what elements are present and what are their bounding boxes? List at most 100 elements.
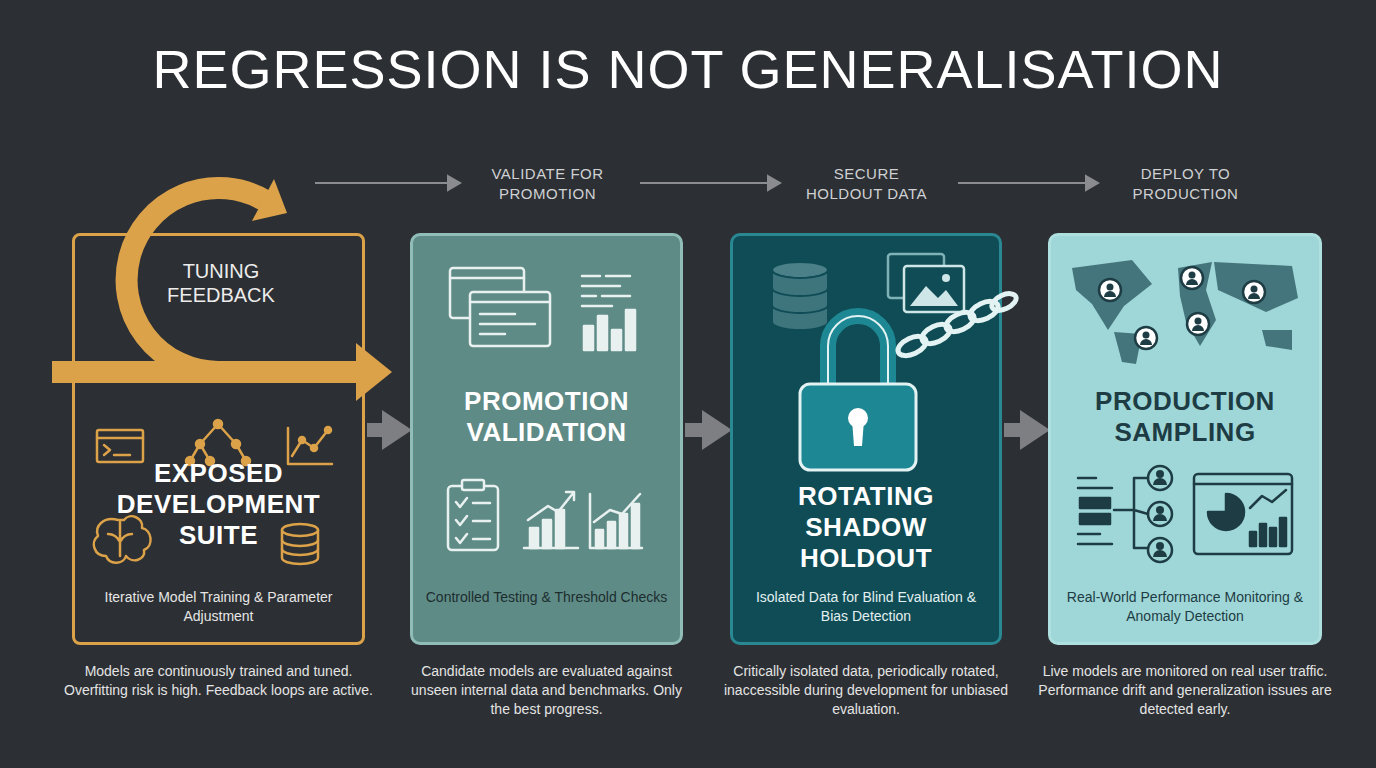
panel-heading: ROTATING SHADOW HOLDOUT xyxy=(743,481,989,575)
production-icons-part-part xyxy=(1107,284,1114,291)
production-icons-part-part xyxy=(1250,532,1256,546)
validation-icons-part xyxy=(473,502,490,505)
holdout-icons-part xyxy=(888,254,944,298)
production-icons-part-part xyxy=(1153,478,1167,485)
step-arrows-part xyxy=(448,176,460,190)
production-icons-part-part xyxy=(1156,506,1164,514)
validation-icons-part xyxy=(473,538,490,541)
production-icons-part-part xyxy=(1186,279,1198,285)
dev-icons-part xyxy=(200,424,218,444)
dev-icons-part xyxy=(114,454,130,457)
holdout-icons-part-part xyxy=(919,320,953,347)
dev-icons-part xyxy=(196,440,204,448)
holdout-icons-part xyxy=(772,288,828,313)
production-icons-part-part xyxy=(1187,313,1209,335)
panel-subtitle: Real-World Performance Monitoring & Anom… xyxy=(1061,588,1309,626)
production-icons-part-part xyxy=(1208,494,1244,530)
production-icons-part-part xyxy=(1156,542,1164,550)
production-icons-part-part xyxy=(1078,543,1112,546)
dev-icons-part xyxy=(104,445,110,455)
feedback-loop-arrow-part xyxy=(356,343,392,401)
validation-icons-part xyxy=(582,305,612,308)
holdout-icons-part xyxy=(942,274,950,282)
production-icons-part-part xyxy=(1194,483,1292,486)
production-icons-part xyxy=(1072,260,1298,364)
dev-icons-part xyxy=(325,427,331,433)
production-icons-part-part xyxy=(1214,262,1298,312)
validation-icons-part xyxy=(596,530,603,548)
holdout-icons-part xyxy=(772,262,828,278)
holdout-icons-part xyxy=(904,266,964,312)
production-icons-part-part xyxy=(1192,325,1204,331)
dev-icons xyxy=(94,420,332,564)
step-arrows-part xyxy=(315,182,450,184)
step-arrows-part xyxy=(768,176,780,190)
diagram-title: REGRESSION IS NOT GENERALISATION xyxy=(0,38,1376,100)
validation-icons-part xyxy=(632,504,639,548)
production-icons-part-part xyxy=(1143,332,1150,339)
holdout-icons xyxy=(772,254,1019,470)
holdout-icons-part-part xyxy=(943,308,977,335)
production-icons-part-part xyxy=(1148,502,1172,526)
flow-connector xyxy=(685,423,702,437)
step-arrows xyxy=(315,176,1098,190)
validation-icons-part xyxy=(602,295,630,298)
production-icons-part-part xyxy=(1148,538,1172,562)
flow-connector xyxy=(367,423,382,437)
step-arrows-part xyxy=(640,182,770,184)
holdout-icons-part xyxy=(848,408,868,428)
step-arrows-part xyxy=(1086,176,1098,190)
panel-heading: PROMOTION VALIDATION xyxy=(423,386,670,448)
validation-icons xyxy=(448,268,642,550)
dev-icons-part xyxy=(232,440,240,448)
production-icons-part-part xyxy=(1251,286,1258,293)
production-icons-part-part xyxy=(1189,272,1196,279)
production-icons-part-part xyxy=(1194,474,1292,554)
step-arrows-part xyxy=(958,182,1088,184)
text-slot: EXPOSED DEVELOPMENT SUITE xyxy=(85,458,352,552)
validation-icons-part xyxy=(448,486,498,550)
dev-icons-part xyxy=(282,540,318,555)
text-slot: Real-World Performance Monitoring & Anom… xyxy=(1061,588,1309,626)
holdout-icons-part-part xyxy=(895,332,929,359)
dev-icons-part xyxy=(288,428,332,464)
feedback-loop-arrow-part xyxy=(52,361,360,383)
production-icons-part xyxy=(1099,267,1265,349)
step-label: VALIDATE FOR PROMOTION xyxy=(480,164,615,205)
production-icons-part-part xyxy=(1178,262,1216,346)
production-icons-part-part xyxy=(1270,528,1276,546)
validation-icons-part xyxy=(626,310,635,350)
panel-heading: EXPOSED DEVELOPMENT SUITE xyxy=(85,458,352,552)
validation-icons-part xyxy=(528,492,574,520)
validation-icons-part xyxy=(620,514,627,548)
validation-icons-part xyxy=(473,520,490,523)
production-icons-part-part xyxy=(1153,550,1167,557)
production-icons-part-part xyxy=(1135,327,1157,349)
validation-icons-part xyxy=(582,275,600,278)
text-slot: Isolated Data for Blind Evaluation & Bia… xyxy=(743,588,989,626)
production-icons-part-part xyxy=(1114,478,1148,548)
validation-icons-part xyxy=(450,277,524,280)
holdout-icons-part xyxy=(800,384,916,470)
feedback-loop-arrow xyxy=(52,179,392,401)
text-slot: Iterative Model Training & Parameter Adj… xyxy=(85,588,352,626)
holdout-icons-part xyxy=(828,316,888,388)
production-icons-part-part xyxy=(1114,332,1142,364)
dev-icons-part xyxy=(242,457,250,465)
text-slot: ROTATING SHADOW HOLDOUT xyxy=(743,481,989,575)
panel-heading: PRODUCTION SAMPLING xyxy=(1061,386,1309,448)
production-icons-part-part xyxy=(1195,318,1202,325)
dev-icons-part xyxy=(97,437,143,440)
production-icons-part-part xyxy=(1072,260,1152,330)
validation-icons-part xyxy=(590,494,642,548)
production-icons-part-part xyxy=(1181,267,1203,289)
dev-icons-part xyxy=(108,522,132,556)
production-icons xyxy=(1072,260,1298,562)
panel-caption: Live models are monitored on real user t… xyxy=(1036,662,1334,719)
validation-icons-part xyxy=(470,301,550,304)
holdout-icons-part xyxy=(895,290,1019,359)
panel-subtitle: Controlled Testing & Threshold Checks xyxy=(423,588,670,607)
step-label: SECURE HOLDOUT DATA xyxy=(799,164,934,205)
validation-icons-part xyxy=(456,498,467,543)
